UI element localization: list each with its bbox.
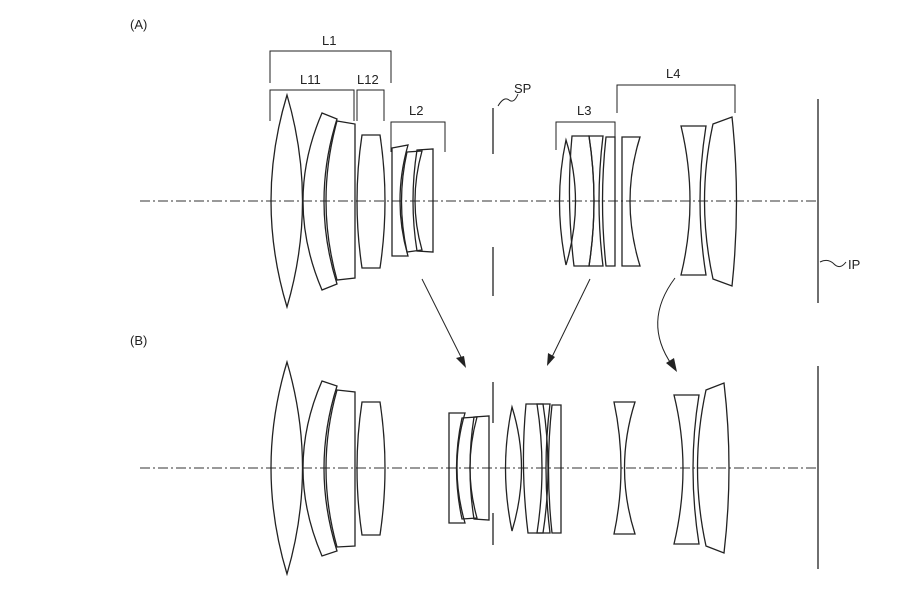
- panel-a: (A) L1 L11 L12 L2 L3 L4 SP: [130, 17, 860, 310]
- label-l4: L4: [666, 66, 680, 81]
- arrow-l3-head: [547, 353, 555, 366]
- lens-a-10: [588, 135, 604, 267]
- lens-b-1: [270, 359, 304, 577]
- lens-a-8: [558, 137, 577, 266]
- bracket-l11: [269, 89, 355, 121]
- lens-b-4: [356, 401, 386, 536]
- label-l3: L3: [577, 103, 591, 118]
- lens-a-7: [412, 148, 434, 253]
- lens-b-3: [325, 389, 356, 548]
- movement-arrows: [421, 277, 677, 372]
- panel-a-label: (A): [130, 17, 147, 32]
- bracket-l4: [616, 84, 736, 113]
- lens-b-7: [469, 415, 490, 521]
- lens-a-3: [325, 120, 356, 281]
- lens-a-4: [356, 134, 386, 269]
- panel-b-label: (B): [130, 333, 147, 348]
- lens-a-14: [703, 116, 738, 287]
- lens-b-12: [613, 401, 636, 535]
- bracket-l2: [390, 121, 446, 152]
- lens-a-11: [601, 136, 616, 267]
- label-l2: L2: [409, 103, 423, 118]
- lens-a-12: [621, 136, 641, 267]
- arrow-l4-move: [657, 277, 676, 366]
- lens-b-2: [302, 380, 338, 557]
- lens-a-1: [270, 92, 304, 310]
- arrow-l3-move: [550, 278, 591, 360]
- arrow-l4-head: [666, 358, 677, 372]
- sp-leader: [497, 93, 519, 107]
- bracket-l12: [356, 89, 385, 121]
- label-l11: L11: [300, 72, 321, 87]
- lens-b-8: [504, 404, 523, 532]
- label-sp: SP: [514, 81, 531, 96]
- lens-a-13: [680, 125, 707, 276]
- lens-b-14: [696, 382, 730, 554]
- lens-a-2: [302, 112, 338, 291]
- arrow-l2-head: [456, 356, 466, 368]
- lens-b-10: [536, 403, 551, 534]
- label-l1: L1: [322, 33, 336, 48]
- panel-b: (B): [130, 333, 819, 577]
- label-l12: L12: [357, 72, 379, 87]
- lens-a-5: [391, 144, 409, 257]
- label-ip: IP: [848, 257, 860, 272]
- bracket-l3: [555, 121, 616, 150]
- bracket-l1: [269, 50, 392, 83]
- ip-leader: [819, 259, 847, 268]
- arrow-l2-move: [421, 278, 464, 362]
- lens-b-6: [455, 416, 478, 520]
- lens-b-11: [547, 404, 562, 534]
- lens-a-6: [400, 150, 423, 253]
- lens-b-13: [673, 394, 700, 545]
